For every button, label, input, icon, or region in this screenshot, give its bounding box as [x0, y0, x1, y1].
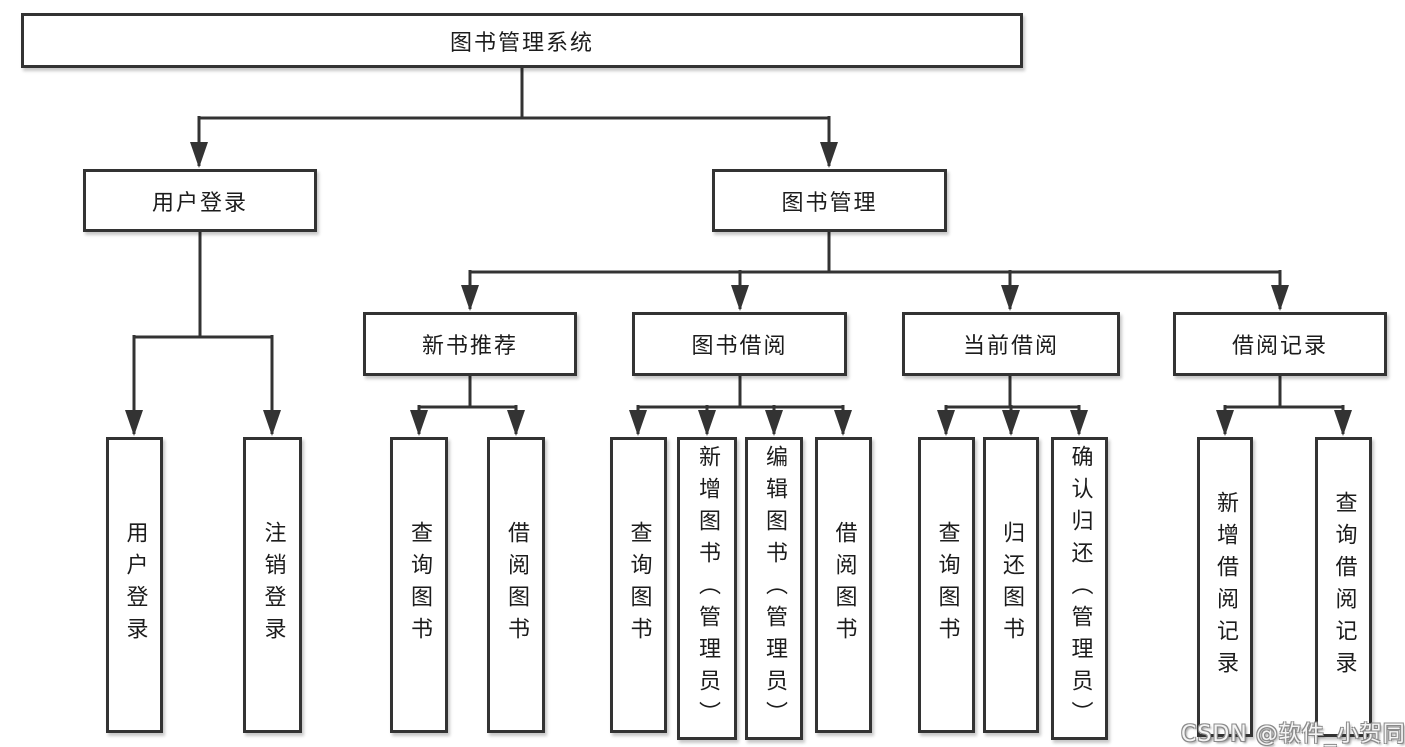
leaf-newbook-query: 查询图书 [390, 437, 448, 733]
leaf-edit-book-admin: 编辑图书（管理员） [745, 437, 803, 740]
wire-new-book-children [410, 376, 525, 436]
leaf-borrow-book-label: 借阅图书 [831, 521, 857, 649]
node-book-borrow-label: 图书借阅 [691, 334, 788, 359]
node-borrow-record: 借阅记录 [1173, 312, 1387, 376]
leaf-logout-label: 注销登录 [260, 521, 286, 649]
node-user-login: 用户登录 [83, 169, 317, 232]
leaf-user-login: 用户登录 [106, 437, 163, 733]
leaf-logout: 注销登录 [243, 437, 302, 733]
leaf-confirm-return-admin: 确认归还（管理员） [1051, 437, 1108, 740]
wire-current-borrow-children [937, 376, 1088, 436]
leaf-current-query-label: 查询图书 [934, 521, 960, 649]
leaf-return-book-label: 归还图书 [999, 521, 1024, 649]
wire-book-mgmt-children [461, 232, 1289, 311]
wire-user-login-children [125, 232, 281, 436]
node-user-login-label: 用户登录 [151, 190, 248, 216]
node-book-mgmt-label: 图书管理 [781, 190, 878, 216]
leaf-borrow-query: 查询图书 [610, 437, 667, 733]
node-book-borrow: 图书借阅 [632, 312, 847, 376]
node-root: 图书管理系统 [21, 13, 1023, 68]
node-current-borrow-label: 当前借阅 [962, 334, 1059, 359]
leaf-add-book-admin-label: 新增图书（管理员） [695, 444, 720, 733]
leaf-user-login-label: 用户登录 [122, 521, 148, 649]
node-new-book-rec-label: 新书推荐 [421, 334, 518, 359]
leaf-borrow-book: 借阅图书 [815, 437, 872, 733]
leaf-query-borrow-record: 查询借阅记录 [1315, 437, 1372, 737]
node-borrow-record-label: 借阅记录 [1231, 334, 1328, 359]
leaf-add-borrow-record: 新增借阅记录 [1197, 437, 1253, 737]
leaf-return-book: 归还图书 [983, 437, 1039, 733]
leaf-newbook-query-label: 查询图书 [407, 521, 432, 649]
node-root-label: 图书管理系统 [449, 30, 594, 56]
leaf-query-borrow-record-label: 查询借阅记录 [1331, 491, 1357, 683]
leaf-newbook-borrow: 借阅图书 [487, 437, 545, 733]
node-new-book-rec: 新书推荐 [363, 312, 577, 376]
leaf-add-book-admin: 新增图书（管理员） [677, 437, 737, 740]
wire-root-to-level2 [190, 68, 838, 168]
leaf-confirm-return-admin-label: 确认归还（管理员） [1067, 444, 1093, 733]
leaf-borrow-query-label: 查询图书 [626, 521, 652, 649]
leaf-current-query: 查询图书 [918, 437, 975, 733]
wire-book-borrow-children [629, 376, 852, 436]
leaf-newbook-borrow-label: 借阅图书 [504, 521, 529, 649]
leaf-edit-book-admin-label: 编辑图书（管理员） [762, 444, 787, 733]
wire-borrow-record-children [1216, 376, 1352, 436]
csdn-watermark: CSDN @软件_小贺同学 [1181, 722, 1405, 747]
leaf-add-borrow-record-label: 新增借阅记录 [1213, 491, 1238, 683]
node-current-borrow: 当前借阅 [902, 312, 1120, 376]
node-book-mgmt: 图书管理 [712, 169, 947, 232]
